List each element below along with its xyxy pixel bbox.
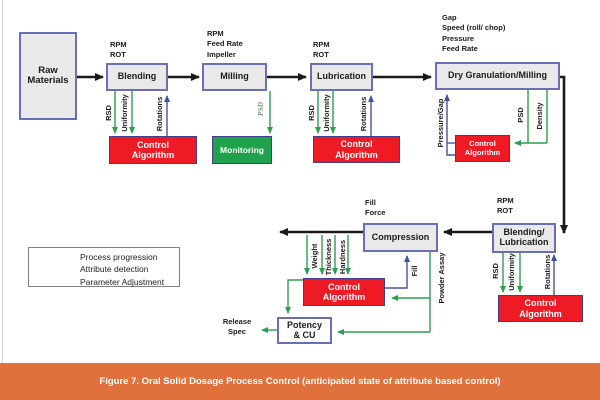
milling-psd-label: PSD xyxy=(255,101,265,117)
control-algorithm-box-lubrication: Control Algorithm xyxy=(313,136,400,163)
potency-cu-box: Potency & CU xyxy=(277,317,332,344)
lubrication-parameters-label: RPM ROT xyxy=(313,40,330,60)
caption-bar: Figure 7. Oral Solid Dosage Process Cont… xyxy=(0,363,600,400)
legend-attribute-detection-label: Attribute detection xyxy=(80,264,149,274)
control-algorithm-box-compression: Control Algorithm xyxy=(303,278,385,306)
compression-powder-assay-label: Powder Assay xyxy=(436,252,446,304)
lubrication-box: Lubrication xyxy=(310,63,373,91)
blending-lubrication-parameters-label: RPM ROT xyxy=(497,196,514,216)
blending-lubrication-rsd-label: RSD xyxy=(490,263,500,279)
control-algorithm-box-blending: Control Algorithm xyxy=(109,136,197,164)
raw-materials-box: Raw Materials xyxy=(19,32,77,120)
legend-process-progression-label: Process progression xyxy=(80,251,158,262)
lubrication-uniformity-label: Uniformity xyxy=(321,94,331,132)
compression-parameters-label: Fill Force xyxy=(365,198,386,218)
dry-granulation-density-label: Density xyxy=(534,102,544,130)
process-progression-arrows xyxy=(36,73,568,260)
milling-parameters-label: RPM Feed Rate Impeller xyxy=(207,29,243,59)
compression-hardness-label: Hardness xyxy=(337,239,347,275)
blending-lubrication-rotations-label: Rotations xyxy=(542,254,552,290)
compression-box: Compression xyxy=(363,223,438,252)
blending-lubrication-box: Blending/ Lubrication xyxy=(492,223,556,253)
compression-fill-label: Fill xyxy=(409,265,419,277)
dry-granulation-parameters-label: Gap Speed (roll/ chop) Pressure Feed Rat… xyxy=(442,13,506,53)
dry-granulation-psd-label: PSD xyxy=(515,107,525,123)
compression-thickness-label: Thickness xyxy=(323,238,333,276)
blending-rotations-label: Rotations xyxy=(154,96,164,132)
page-edge-line xyxy=(2,0,3,363)
control-algorithm-box-dry-granulation: Control Algorithm xyxy=(455,135,510,162)
blending-parameters-label: RPM ROT xyxy=(110,40,127,60)
legend-parameter-adjustment-label: Parameter Adjustment xyxy=(80,276,165,287)
release-spec-label: Release Spec xyxy=(222,317,252,336)
compression-weight-label: Weight xyxy=(309,243,319,269)
blending-lubrication-uniformity-label: Uniformity xyxy=(506,253,516,291)
blending-box: Blending xyxy=(106,63,168,91)
figure-caption: Figure 7. Oral Solid Dosage Process Cont… xyxy=(99,376,501,387)
milling-box: Milling xyxy=(202,63,267,91)
blending-rsd-label: RSD xyxy=(103,105,113,121)
dry-granulation-pressure-gap-label: Pressure/Gap xyxy=(435,98,445,148)
control-algorithm-box-blending-lubrication: Control Algorithm xyxy=(498,295,583,322)
lubrication-rotations-label: Rotations xyxy=(358,96,368,132)
legend xyxy=(28,247,180,287)
attribute-detection-lines xyxy=(36,90,548,335)
lubrication-rsd-label: RSD xyxy=(306,105,316,121)
monitoring-box: Monitoring xyxy=(212,136,272,164)
blending-uniformity-label: Uniformity xyxy=(119,94,129,132)
dry-granulation-milling-box: Dry Granulation/Milling xyxy=(435,62,560,90)
